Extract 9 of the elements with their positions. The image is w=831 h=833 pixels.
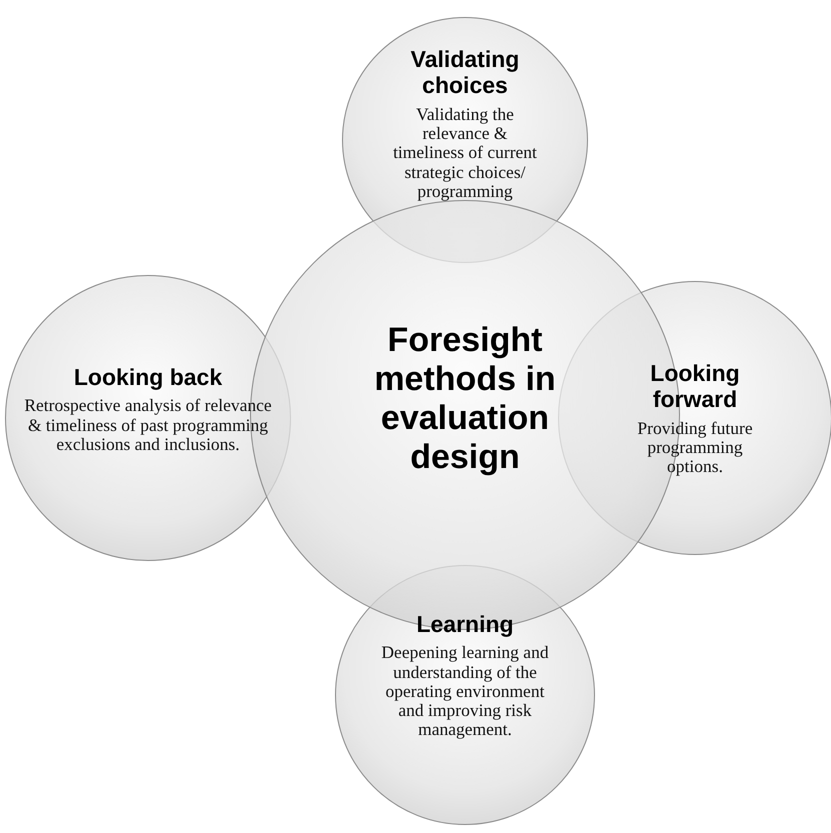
circle-description: Retrospective analysis of relevance & timeliness of past programming exclusions and inclusions.	[23, 396, 273, 454]
circle-heading: Validating choices	[410, 46, 520, 99]
circle-description: Providing future programming options.	[636, 418, 754, 477]
circle-heading: Looking back	[72, 364, 224, 390]
circle-heading: Foresight methods in evaluation design	[373, 321, 557, 478]
circle-description: Validating the relevance & timeliness of current strategic choices/ programming	[392, 104, 538, 202]
circle-heading: Learning	[415, 611, 515, 638]
circle-description: Deepening learning and understanding of the operating environment and improving risk management.	[380, 643, 550, 740]
circle-heading: Looking forward	[649, 360, 741, 413]
